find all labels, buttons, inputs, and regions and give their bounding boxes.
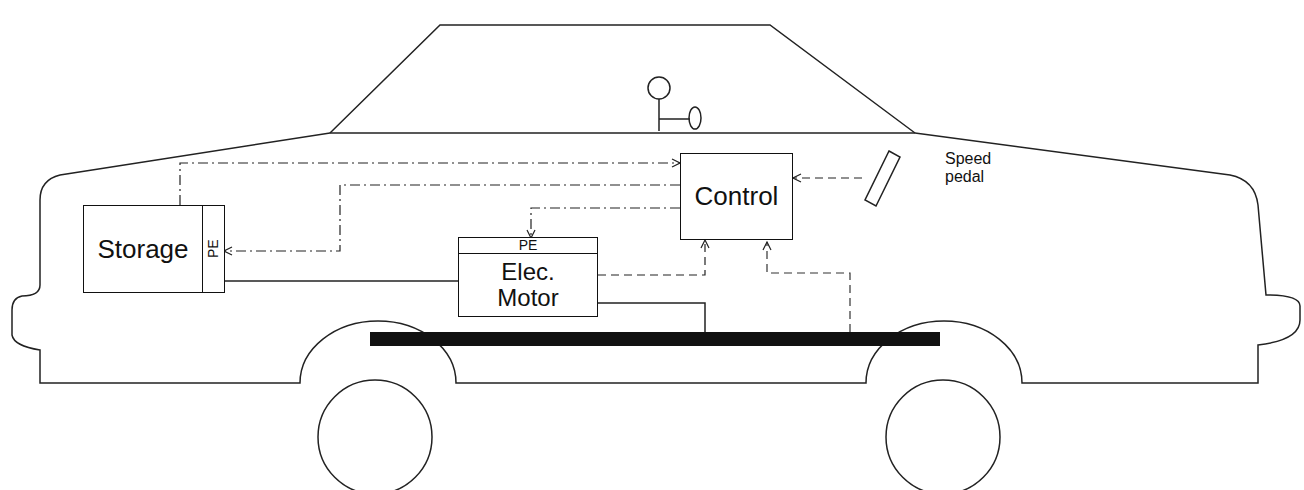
motor-shaft-link <box>598 303 705 332</box>
speed-pedal: Speed pedal <box>862 150 1012 208</box>
node-label: Control <box>695 182 779 211</box>
signal-connector <box>531 208 680 238</box>
wheel <box>318 380 432 490</box>
motor-box: Elec. Motor PE <box>458 237 598 317</box>
pedal-symbol <box>862 150 906 208</box>
node-label: PE <box>206 240 221 259</box>
power-electronics-box: PE <box>459 238 597 254</box>
text-area: PE <box>203 206 224 292</box>
storage-box: Storage PE <box>83 205 225 293</box>
power-electronics-box: PE <box>202 206 224 292</box>
signal-connector <box>793 177 862 178</box>
text-area: Speed pedal <box>940 150 1012 208</box>
node-label: Elec. Motor <box>478 259 578 312</box>
text-area: Storage <box>84 206 202 292</box>
text-area: Elec. Motor <box>459 254 597 316</box>
node-label: Storage <box>97 235 188 264</box>
shaft-sensor-line <box>767 242 850 332</box>
signal-connector <box>180 163 680 205</box>
node-label: Speed pedal <box>945 150 1007 185</box>
driver-body <box>659 99 690 131</box>
car-roof <box>330 25 915 133</box>
steering-wheel <box>689 107 701 129</box>
signal-connector <box>224 280 458 282</box>
control-box: Control <box>680 153 793 240</box>
car-body <box>12 133 1300 383</box>
driver-head <box>648 77 670 99</box>
node-label: PE <box>519 238 538 253</box>
signal-connector <box>224 185 680 251</box>
signal-connector <box>598 240 705 275</box>
text-area: PE <box>459 238 597 253</box>
wheel <box>886 380 1000 490</box>
pedal-symbol <box>865 151 900 206</box>
drive-shaft <box>370 332 940 346</box>
text-area: Control <box>681 154 792 239</box>
